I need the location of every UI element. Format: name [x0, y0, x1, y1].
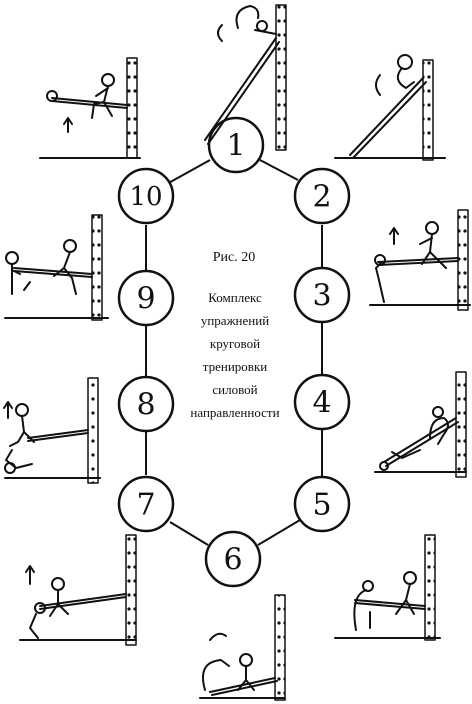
exercise-illustration-6: [199, 594, 286, 701]
exercise-illustration-9: [4, 214, 109, 321]
station-circle-5: [293, 475, 351, 533]
exercise-illustration-3: [369, 209, 471, 311]
caption-line: круговой: [209, 336, 261, 351]
exercise-illustration-7: [19, 534, 137, 646]
exercise-illustration-4: [374, 371, 467, 478]
caption-line: направленности: [190, 405, 280, 420]
station-circle-6: [204, 530, 262, 588]
station-circle-10: [117, 167, 175, 225]
exercise-illustration-2: [334, 54, 446, 161]
station-number-7: 7: [136, 488, 155, 523]
caption-line: Комплекс: [208, 290, 262, 305]
caption-line: силовой: [212, 382, 258, 397]
figure-caption: Комплекс упражнений круговой тренировки …: [160, 286, 310, 424]
station-number-4: 4: [312, 386, 331, 421]
station-circle-2: [293, 167, 351, 225]
exercise-illustration-1: [204, 4, 287, 151]
station-circle-1: [207, 116, 265, 174]
station-circle-3: [293, 266, 351, 324]
station-ring: [145, 159, 323, 546]
station-number-1: 1: [226, 129, 245, 164]
station-circle-8: [117, 375, 175, 433]
caption-line: упражнений: [200, 313, 270, 328]
caption-line: тренировки: [202, 359, 268, 374]
station-number-3: 3: [312, 279, 331, 314]
station-number-2: 2: [312, 180, 331, 215]
station-number-8: 8: [136, 388, 155, 423]
station-numbers: 1 2 3 4 5 6 7 8 9 10: [129, 129, 331, 578]
station-circles: [117, 116, 351, 588]
exercise-illustration-8: [3, 377, 101, 484]
station-circle-9: [117, 269, 175, 327]
station-number-9: 9: [136, 282, 155, 317]
station-number-5: 5: [312, 488, 331, 523]
station-number-10: 10: [129, 182, 162, 212]
station-circle-4: [293, 373, 351, 431]
figure-label: Рис. 20: [212, 250, 256, 265]
station-circle-7: [117, 475, 175, 533]
station-number-6: 6: [223, 543, 242, 578]
exercise-illustration-5: [334, 534, 441, 641]
exercise-illustration-10: [39, 57, 141, 159]
